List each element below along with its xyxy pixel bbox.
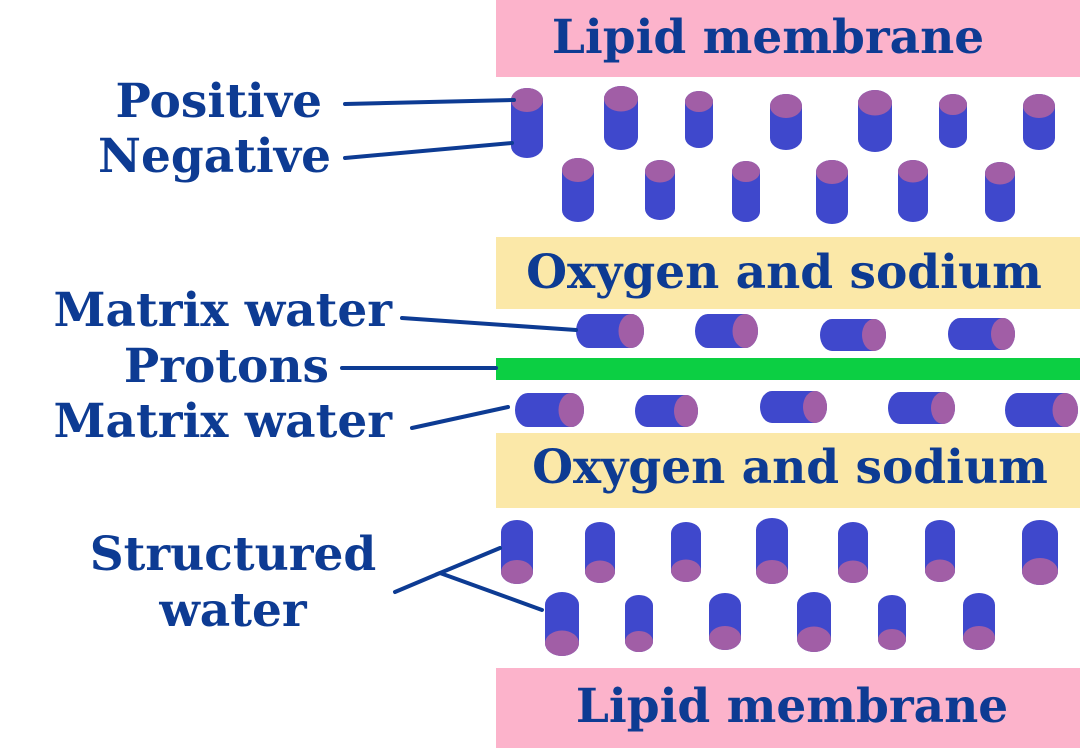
oxygen-sodium-bottom-band [496,433,1080,508]
water-molecule [685,91,713,148]
lipid-membrane-top-label: Lipid membrane [552,10,984,65]
positive-leader-line [343,98,516,106]
water-molecule [756,518,788,584]
water-molecule [925,520,955,582]
water-molecule [816,160,848,224]
water-molecule [695,314,758,348]
water-molecule [671,522,701,582]
structured-water-label-line1: Structured [90,527,377,582]
water-molecule [515,393,584,427]
oxygen-sodium-top-label: Oxygen and sodium [526,245,1042,300]
water-molecule [625,595,653,652]
oxygen-sodium-top-band [496,237,1080,309]
water-molecule [635,395,698,427]
water-molecule [562,158,594,222]
water-molecule [948,318,1015,350]
water-molecule [820,319,886,351]
water-molecule [604,86,638,150]
water-molecule [888,392,955,424]
water-molecule [511,88,543,158]
matrix-water-bottom-label: Matrix water [54,394,394,449]
positive-label: Positive [115,74,322,129]
lipid-membrane-bottom-band [496,668,1080,748]
oxygen-sodium-bottom-label: Oxygen and sodium [532,440,1048,495]
water-molecule [576,314,644,348]
water-molecule [1022,520,1058,585]
water-molecule [963,593,995,650]
negative-leader-line [343,141,514,160]
matrix-water-molecules [515,314,1078,427]
matrix-water-top-label: Matrix water [54,283,394,338]
water-molecule [732,161,760,222]
negative-label: Negative [98,129,331,184]
water-molecule [645,160,675,220]
water-molecule [1005,393,1078,427]
protons-band [496,358,1080,380]
water-molecule [760,391,827,423]
structured-water-top-molecules [511,86,1055,224]
structured-water-leader-stem [393,571,442,594]
water-molecule [985,162,1015,222]
water-molecule [1023,94,1055,150]
lipid-membrane-bottom-label: Lipid membrane [576,679,1008,734]
water-molecule [838,522,868,583]
lipid-membrane-top-band [496,0,1080,77]
water-molecule [501,520,533,584]
structured-water-label-line2: water [158,583,308,638]
matrix-water-bottom-leader-line [410,405,510,430]
structured-water-bottom-molecules [501,518,1058,656]
water-molecule [858,90,892,152]
water-molecule [770,94,802,150]
water-molecule [939,94,967,148]
matrix-water-top-leader-line [400,316,578,332]
water-molecule [797,592,831,652]
water-molecule [898,160,928,222]
protons-label: Protons [124,339,329,394]
water-molecule [878,595,906,650]
water-molecule [545,592,579,656]
water-molecule [585,522,615,583]
water-molecule [709,593,741,650]
